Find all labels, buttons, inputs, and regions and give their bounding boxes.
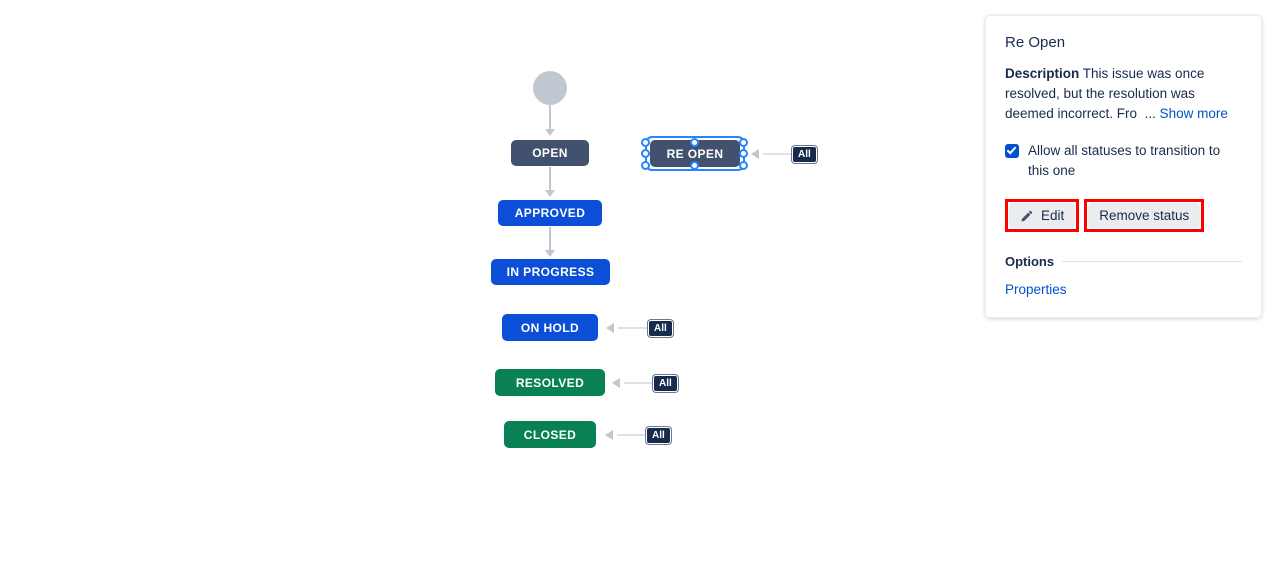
- allow-all-transitions-checkbox[interactable]: [1005, 144, 1019, 158]
- connector-all-to-closed: [617, 434, 645, 436]
- connector-arrow-approved-to-inprogress: [545, 250, 555, 257]
- resize-handle-top-center[interactable]: [690, 138, 699, 147]
- allow-all-transitions-label: Allow all statuses to transition to this…: [1028, 143, 1221, 178]
- edit-button-label: Edit: [1041, 208, 1065, 223]
- description-block: Description This issue was once resolved…: [1005, 64, 1242, 124]
- panel-action-buttons: Edit Remove status: [1005, 199, 1242, 232]
- connector-arrow-all-to-closed: [605, 430, 613, 440]
- resize-handle-bottom-center[interactable]: [690, 161, 699, 170]
- all-badge-re-open[interactable]: All: [792, 146, 817, 163]
- description-text: This issue was once resolved, but the re…: [1005, 66, 1205, 121]
- options-heading: Options: [1005, 254, 1055, 269]
- status-details-panel: Re Open Description This issue was once …: [985, 15, 1262, 318]
- all-badge-closed[interactable]: All: [646, 427, 671, 444]
- workflow-canvas[interactable]: OPEN APPROVED IN PROGRESS ON HOLD All RE…: [0, 0, 980, 578]
- status-node-in-progress-label: IN PROGRESS: [506, 265, 595, 279]
- status-node-in-progress[interactable]: IN PROGRESS: [491, 259, 610, 285]
- resize-handle-top-left[interactable]: [641, 138, 650, 147]
- all-badge-closed-label: All: [652, 430, 665, 441]
- connector-start-to-open: [549, 105, 551, 131]
- resize-handle-bottom-left[interactable]: [641, 161, 650, 170]
- options-divider: [1062, 261, 1242, 262]
- all-badge-resolved-label: All: [659, 378, 672, 389]
- resize-handle-middle-right[interactable]: [739, 149, 748, 158]
- status-node-approved[interactable]: APPROVED: [498, 200, 602, 226]
- status-node-open-label: OPEN: [532, 146, 568, 160]
- connector-arrow-all-to-on-hold: [606, 323, 614, 333]
- status-node-closed-label: CLOSED: [523, 427, 577, 442]
- remove-status-button[interactable]: Remove status: [1088, 203, 1201, 228]
- status-node-closed[interactable]: CLOSED: [504, 421, 596, 448]
- status-node-resolved[interactable]: RESOLVED: [495, 369, 605, 396]
- remove-status-button-label: Remove status: [1099, 208, 1190, 223]
- all-badge-on-hold[interactable]: All: [648, 320, 673, 337]
- properties-link[interactable]: Properties: [1005, 282, 1067, 297]
- connector-approved-to-inprogress: [549, 227, 551, 252]
- resize-handle-middle-left[interactable]: [641, 149, 650, 158]
- remove-status-button-highlight: Remove status: [1084, 199, 1205, 232]
- connector-open-to-approved: [549, 167, 551, 192]
- edit-button-highlight: Edit: [1005, 199, 1080, 232]
- connector-arrow-open-to-approved: [545, 190, 555, 197]
- resize-handle-top-right[interactable]: [739, 138, 748, 147]
- all-badge-resolved[interactable]: All: [653, 375, 678, 392]
- connector-all-to-on-hold: [618, 327, 647, 329]
- start-circle-node[interactable]: [533, 71, 567, 105]
- connector-all-to-re-open: [763, 153, 791, 155]
- all-badge-re-open-label: All: [798, 149, 811, 160]
- status-node-resolved-label: RESOLVED: [515, 375, 585, 390]
- show-more-link[interactable]: Show more: [1159, 106, 1228, 121]
- connector-arrow-all-to-re-open: [751, 149, 759, 159]
- connector-arrow-start-to-open: [545, 129, 555, 136]
- resize-handle-bottom-right[interactable]: [739, 161, 748, 170]
- options-section-header: Options: [1005, 254, 1242, 269]
- status-node-on-hold[interactable]: ON HOLD: [502, 314, 598, 341]
- status-node-open[interactable]: OPEN: [511, 140, 589, 166]
- status-node-approved-label: APPROVED: [514, 206, 586, 220]
- connector-arrow-all-to-resolved: [612, 378, 620, 388]
- pencil-icon: [1020, 209, 1034, 223]
- panel-title: Re Open: [1005, 34, 1066, 51]
- description-truncation-ellipsis: ...: [1144, 106, 1156, 121]
- edit-button[interactable]: Edit: [1009, 203, 1076, 228]
- allow-all-transitions-row[interactable]: Allow all statuses to transition to this…: [1005, 141, 1242, 181]
- description-label: Description: [1005, 66, 1080, 81]
- status-node-on-hold-label: ON HOLD: [520, 320, 580, 335]
- connector-all-to-resolved: [624, 382, 652, 384]
- all-badge-on-hold-label: All: [654, 323, 667, 334]
- status-node-re-open-label: RE OPEN: [666, 146, 724, 161]
